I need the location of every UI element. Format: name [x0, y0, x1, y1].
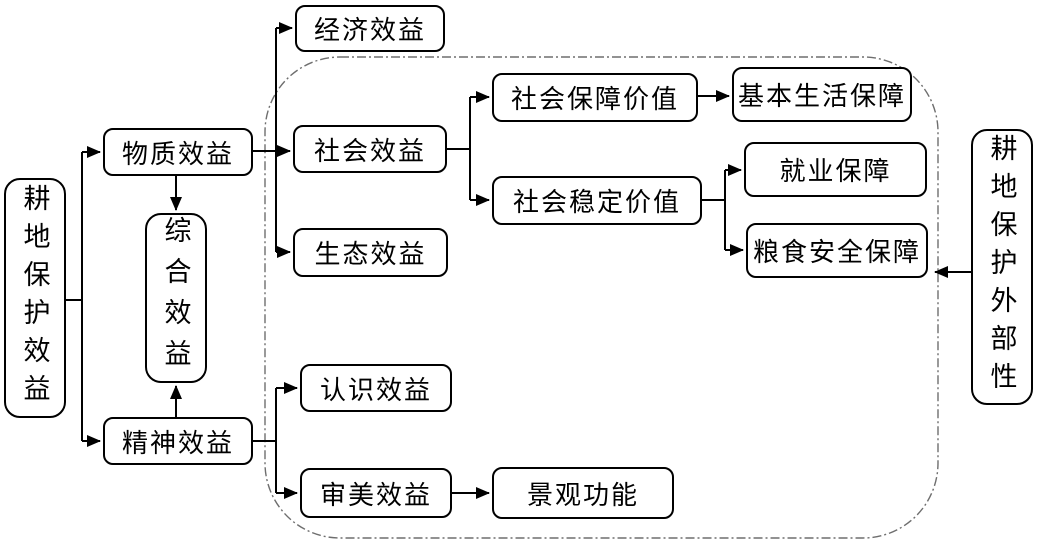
node-employment-security: 就业保障 [744, 142, 927, 197]
node-material-benefit-label: 物质效益 [121, 139, 234, 169]
node-food-security-label: 粮食安全保障 [752, 238, 921, 267]
node-economic-benefit: 经济效益 [295, 5, 445, 52]
node-aesthetic-benefit: 审美效益 [300, 468, 452, 518]
node-spiritual-benefit: 精神效益 [103, 417, 253, 465]
connector-leftroot-trunk [66, 152, 83, 441]
node-social-stability-value-label: 社会稳定价值 [512, 188, 681, 217]
node-social-security-value-label: 社会保障价值 [510, 85, 679, 114]
node-landscape-function: 景观功能 [492, 467, 674, 519]
connector-spiritual-trunk [253, 388, 277, 493]
node-spiritual-benefit-label: 精神效益 [121, 428, 234, 458]
node-social-benefit: 社会效益 [293, 125, 447, 173]
connector-social-trunk [447, 97, 471, 200]
node-landscape-function-label: 景观功能 [526, 480, 639, 510]
node-employment-security-label: 就业保障 [779, 157, 892, 186]
node-basic-living-security-label: 基本生活保障 [737, 82, 906, 111]
node-farmland-protection-externality: 耕地保护外部性 [971, 129, 1033, 405]
connector-stability-trunk [702, 170, 726, 250]
externality-boundary-outline [264, 56, 939, 539]
node-social-benefit-label: 社会效益 [313, 136, 426, 166]
node-comprehensive-benefit-label: 综合效益 [160, 216, 191, 380]
node-comprehensive-benefit: 综合效益 [145, 213, 207, 383]
node-farmland-protection-benefit: 耕地保护效益 [4, 178, 66, 418]
node-ecological-benefit: 生态效益 [293, 228, 448, 277]
node-cognitive-benefit-label: 认识效益 [319, 375, 432, 405]
node-social-stability-value: 社会稳定价值 [492, 176, 702, 225]
node-farmland-protection-externality-label: 耕地保护外部性 [986, 134, 1017, 400]
node-social-security-value: 社会保障价值 [492, 73, 698, 122]
node-material-benefit: 物质效益 [103, 128, 253, 176]
connector-material-trunk [253, 28, 277, 252]
node-basic-living-security: 基本生活保障 [732, 67, 912, 122]
node-aesthetic-benefit-label: 审美效益 [319, 480, 432, 510]
node-food-security: 粮食安全保障 [746, 223, 928, 278]
node-economic-benefit-label: 经济效益 [313, 16, 426, 45]
node-cognitive-benefit: 认识效益 [300, 364, 452, 412]
node-ecological-benefit-label: 生态效益 [314, 240, 427, 269]
node-farmland-protection-benefit-label: 耕地保护效益 [19, 184, 50, 412]
